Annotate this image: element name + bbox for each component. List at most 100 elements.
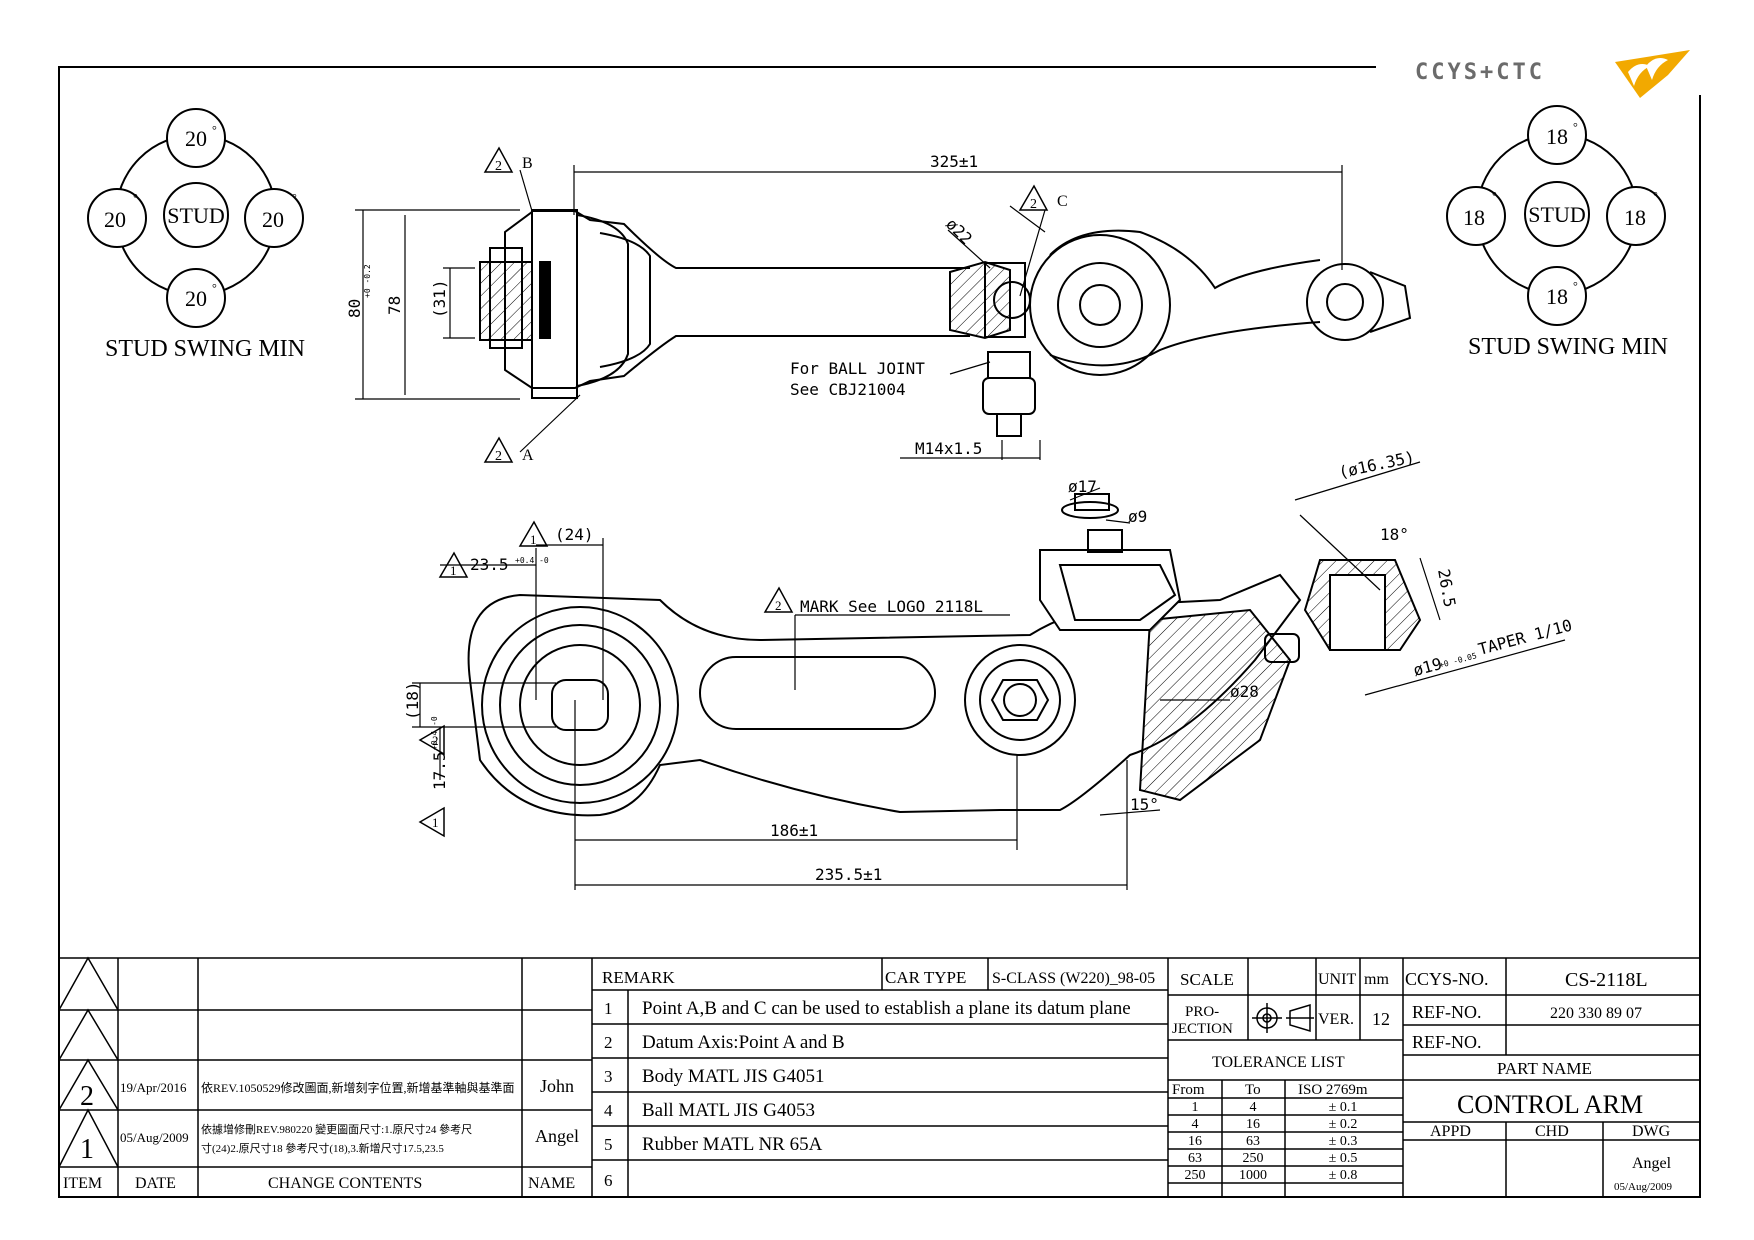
drawing-frame [58, 66, 1701, 1198]
mark-note: MARK See LOGO 2118L [800, 597, 983, 616]
rev-row-1-item: 1 [80, 1134, 94, 1165]
projection-label-2: JECTION [1172, 1021, 1233, 1037]
company-logo: CCYS+CTC [1415, 50, 1690, 98]
top-view-dimensions [355, 165, 1343, 460]
svg-text:2: 2 [432, 733, 439, 748]
part-name-value: CONTROL ARM [1457, 1090, 1643, 1119]
stud-swing-right-bottom: 18 [1546, 284, 1568, 309]
stud-swing-left-center: STUD [167, 203, 224, 228]
stud-swing-left-bottom: 20 [185, 286, 207, 311]
svg-text:± 0.2: ± 0.2 [1329, 1117, 1358, 1132]
dim-17-5-tol: +0.4 -0 [430, 716, 439, 750]
car-type-label: CAR TYPE [885, 968, 966, 987]
svg-text:63: 63 [1188, 1151, 1202, 1166]
projection-label-1: PRO- [1185, 1004, 1219, 1020]
dim-17-5: 17.5 [430, 751, 449, 790]
remark-label: REMARK [602, 968, 675, 987]
svg-text:°: ° [212, 281, 217, 295]
dim-d9: ø9 [1128, 507, 1147, 526]
tolerance-table: 1 4 ± 0.1 4 16 ± 0.2 16 63 ± 0.3 63 250 … [1185, 1100, 1358, 1183]
svg-text:ISO 2769m: ISO 2769m [1298, 1082, 1368, 1098]
svg-text:2: 2 [604, 1033, 613, 1052]
stud-swing-left [87, 108, 304, 328]
datum-c-marker: 2 C [1018, 184, 1068, 212]
svg-text:16: 16 [1246, 1117, 1260, 1132]
dim-80-tol: +0 -0.2 [363, 264, 372, 298]
dwg-label: DWG [1632, 1123, 1671, 1140]
revision-triangles [58, 956, 119, 1168]
dim-18: (18) [403, 681, 422, 720]
svg-text:From: From [1172, 1082, 1205, 1098]
remark-1: Point A,B and C can be used to establish… [642, 998, 1131, 1019]
svg-text:4: 4 [604, 1101, 613, 1120]
dim-d16-35: (ø16.35) [1337, 447, 1416, 482]
remark-4: Ball MATL JIS G4053 [642, 1100, 815, 1121]
stud-swing-right-left: 18 [1463, 205, 1485, 230]
svg-text:16: 16 [1188, 1134, 1202, 1149]
remark-2: Datum Axis:Point A and B [642, 1032, 845, 1053]
rev-row-2-item: 2 [80, 1081, 94, 1112]
tolerance-title: TOLERANCE LIST [1212, 1054, 1345, 1071]
ball-joint-note-1: For BALL JOINT [790, 359, 925, 378]
stud-swing-right-caption: STUD SWING MIN [1468, 334, 1668, 360]
svg-text:63: 63 [1246, 1134, 1260, 1149]
svg-text:To: To [1245, 1082, 1261, 1098]
svg-text:°: ° [212, 123, 217, 137]
svg-text:3: 3 [604, 1067, 613, 1086]
car-type-value: S-CLASS (W220)_98-05 [992, 970, 1155, 987]
front-view-dimensions [412, 461, 1566, 890]
datum-c-label: C [1057, 193, 1068, 210]
svg-text:250: 250 [1243, 1151, 1264, 1166]
stud-swing-left-caption: STUD SWING MIN [105, 336, 305, 362]
dim-23-5-tol: +0.4 -0 [515, 556, 549, 565]
svg-text:5: 5 [604, 1135, 613, 1154]
svg-text:± 0.1: ± 0.1 [1329, 1100, 1358, 1115]
ver-label: VER. [1318, 1011, 1354, 1028]
front-datum-markers [418, 520, 794, 838]
stud-swing-right-center: STUD [1528, 202, 1585, 227]
svg-text:6: 6 [604, 1171, 613, 1190]
dim-235-5: 235.5±1 [815, 865, 882, 884]
rev-row-1-change-1: 依據增修刪REV.980220 變更圖面尺寸:1.原尺寸24 參考尺 [201, 1122, 472, 1136]
svg-text:± 0.8: ± 0.8 [1329, 1168, 1358, 1183]
taper-note: TAPER 1/10 [1476, 616, 1574, 659]
dim-325: 325±1 [930, 152, 978, 171]
svg-text:± 0.5: ± 0.5 [1329, 1151, 1358, 1166]
svg-text:1000: 1000 [1239, 1168, 1267, 1183]
ver-value: 12 [1372, 1009, 1390, 1029]
rev-row-2-name: John [540, 1076, 574, 1096]
svg-text:250: 250 [1185, 1168, 1206, 1183]
appd-label: APPD [1430, 1123, 1471, 1140]
svg-text:°: ° [1653, 189, 1658, 203]
rev-row-1-date: 05/Aug/2009 [120, 1130, 189, 1145]
svg-text:°: ° [133, 191, 138, 205]
svg-text:1: 1 [604, 999, 613, 1018]
dwg-date: 05/Aug/2009 [1614, 1181, 1673, 1193]
svg-text:°: ° [292, 191, 297, 205]
stud-swing-right [1446, 105, 1666, 326]
dim-24: (24) [555, 525, 594, 544]
svg-text:1: 1 [1192, 1100, 1199, 1115]
remark-5: Rubber MATL NR 65A [642, 1134, 823, 1155]
dim-d19-tol: +0 -0.05 [1438, 651, 1478, 670]
stud-swing-right-top: 18 [1546, 124, 1568, 149]
datum-a-label: A [522, 447, 534, 464]
front-view [467, 493, 1422, 817]
dim-23-5: 23.5 [470, 555, 509, 574]
top-view [479, 209, 1412, 437]
unit-value: mm [1364, 971, 1389, 988]
rev-header-name: NAME [528, 1175, 575, 1192]
dim-186: 186±1 [770, 821, 818, 840]
svg-text:4: 4 [1192, 1117, 1199, 1132]
ref-no-value: 220 330 89 07 [1550, 1005, 1642, 1022]
svg-text:1: 1 [432, 815, 439, 830]
svg-text:°: ° [1573, 120, 1578, 134]
logo-text: CCYS+CTC [1415, 60, 1545, 85]
dim-d28: ø28 [1230, 682, 1259, 701]
angle-18: 18° [1380, 525, 1409, 544]
ccys-no-label: CCYS-NO. [1405, 969, 1489, 989]
dim-26-5: 26.5 [1434, 567, 1459, 608]
ccys-no-value: CS-2118L [1565, 969, 1648, 991]
datum-b-label: B [522, 155, 533, 172]
